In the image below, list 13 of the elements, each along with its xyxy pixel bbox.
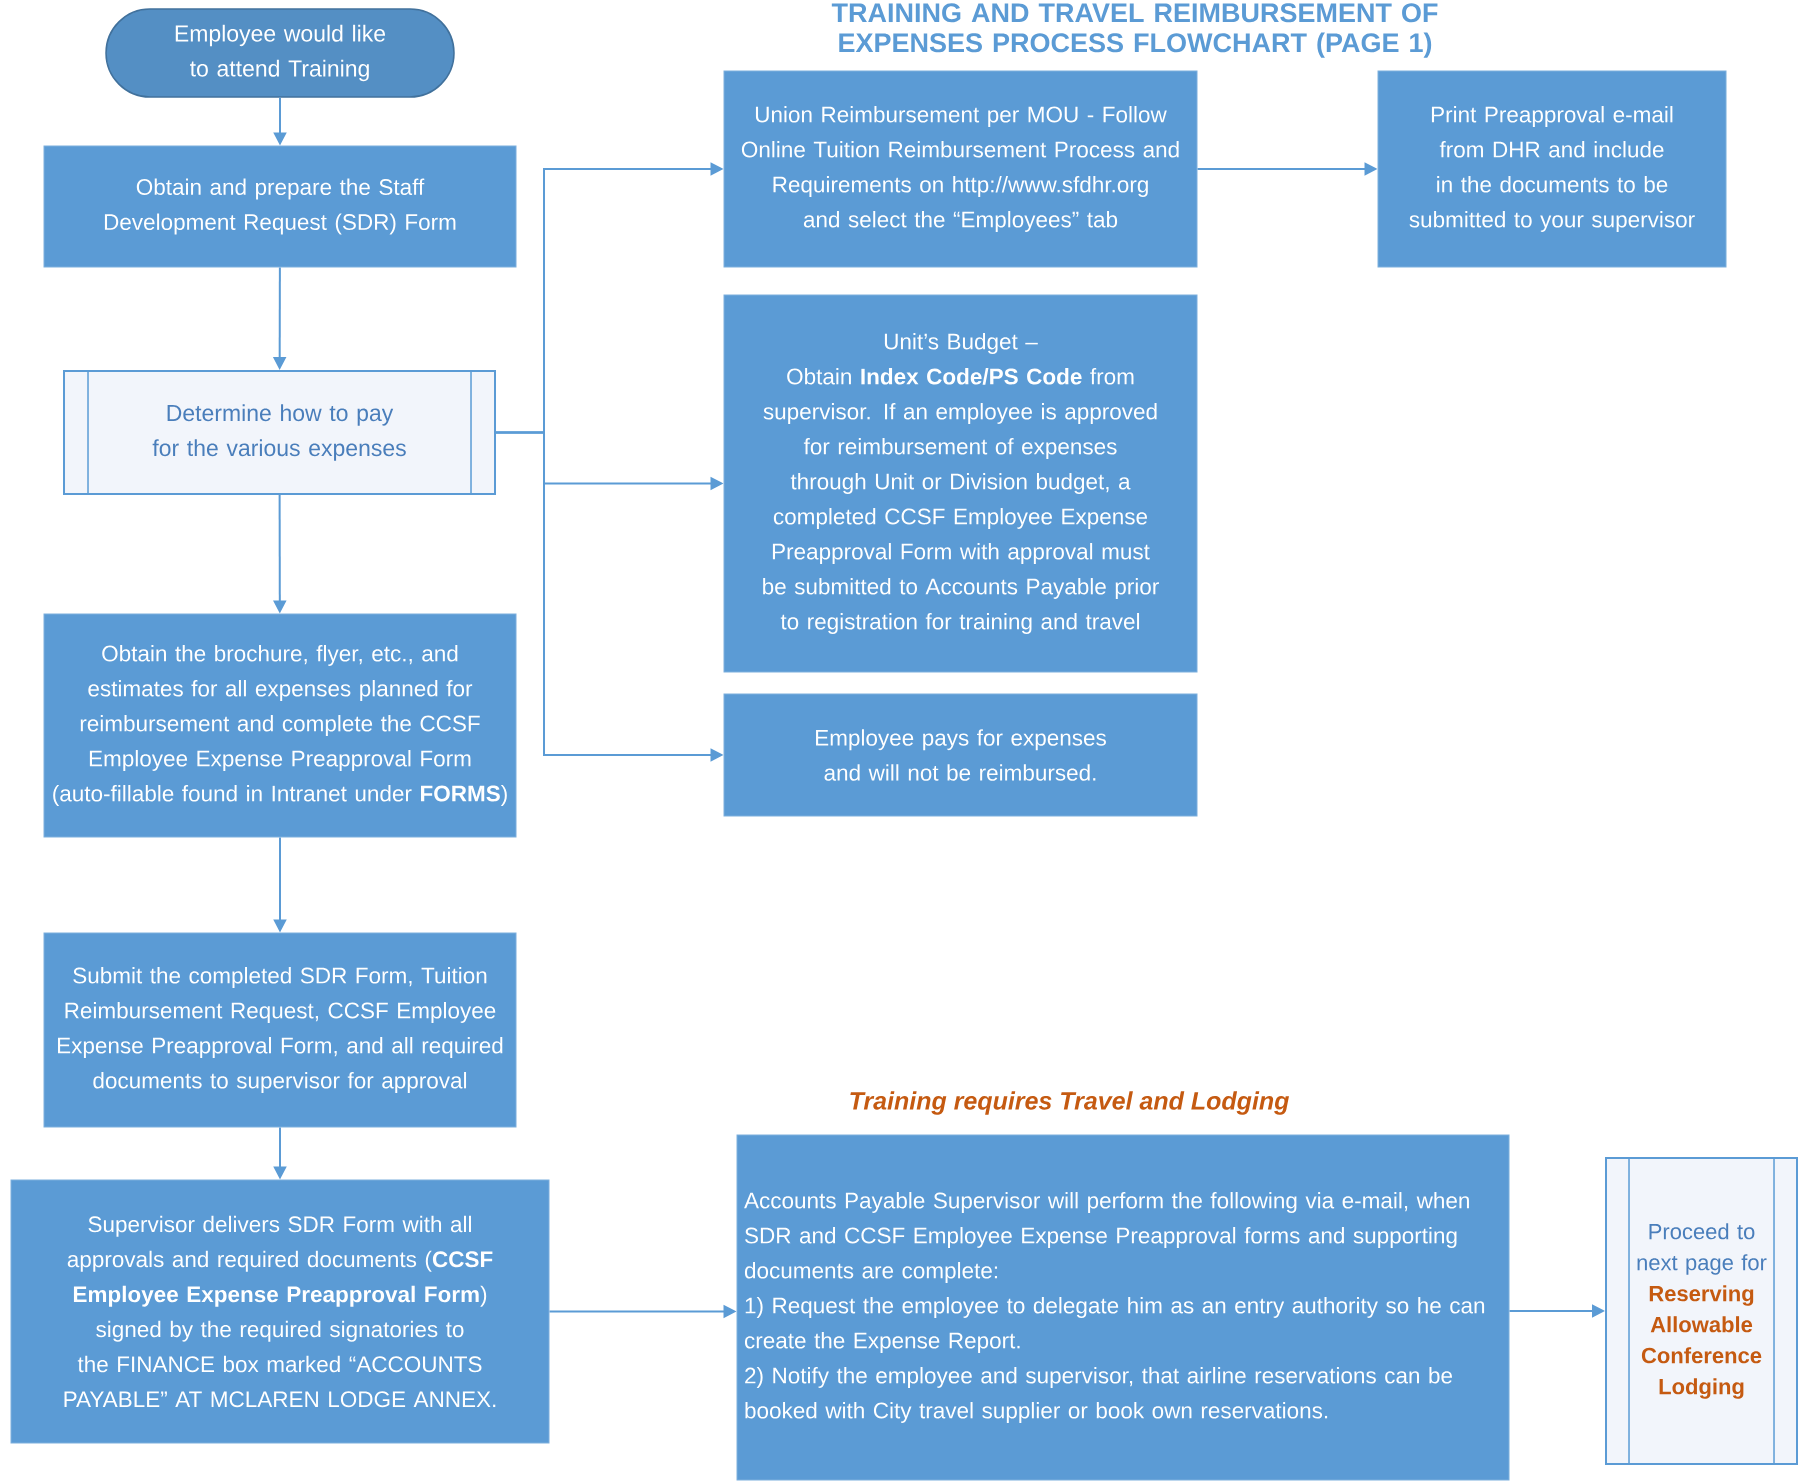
process-box: Submit the completed SDR Form, Tuition Reimbursement Request, CCSF Employee Expense Preapproval Form, and all required documents to supervisor for approval (43, 932, 517, 1128)
process-box: Unit’s Budget – Obtain Index Code/PS Code from supervisor. If an employee is approved for reimbursement of expenses through Unit or Division budget, a completed CCSF Employee Expense Preapproval Form with approval must be submitted to Accounts Payable prior to registration for training and travel (723, 294, 1198, 673)
process-box: Supervisor delivers SDR Form with all approvals and required documents (CCSF Employee Expense Preapproval Form) signed by the required signatories to the FINANCE box marked “ACCOUNTS PAYABLE” AT MCLAREN LODGE ANNEX. (10, 1179, 550, 1444)
process-box: Print Preapproval e-mail from DHR and include in the documents to be submitted to your supervisor (1377, 70, 1727, 268)
process-box: Employee pays for expenses and will not be reimbursed. (723, 693, 1198, 817)
subprocess-box: Determine how to pay for the various expenses (63, 370, 496, 495)
process-box: Obtain the brochure, flyer, etc., and estimates for all expenses planned for reimbursement and complete the CCSF Employee Expense Preapproval Form (auto-fillable found in Intranet under FORMS) (43, 613, 517, 838)
subprocess-box: Proceed to next page for Reserving Allowable Conference Lodging (1605, 1157, 1798, 1465)
title: TRAINING AND TRAVEL REIMBURSEMENT OF EXPENSES PROCESS FLOWCHART (PAGE 1) (831, 3, 1438, 58)
process-box: Accounts Payable Supervisor will perform the following via e-mail, when SDR and CCSF Employee Expense Preapproval forms and supporting documents are complete: 1) Request the employee to delegate him as an entry authority so he can create the Expense Report. 2) Notify the employee and supervisor, that airline reservations can be booked with City travel supplier or book own reservations. (736, 1134, 1510, 1481)
process-box: Obtain and prepare the Staff Development Request (SDR) Form (43, 145, 517, 268)
process-box: Union Reimbursement per MOU - Follow Online Tuition Reimbursement Process and Requirements on http://www.sfdhr.org and select the “Employees” tab (723, 70, 1198, 268)
start-terminator: Employee would like to attend Training (105, 8, 455, 98)
